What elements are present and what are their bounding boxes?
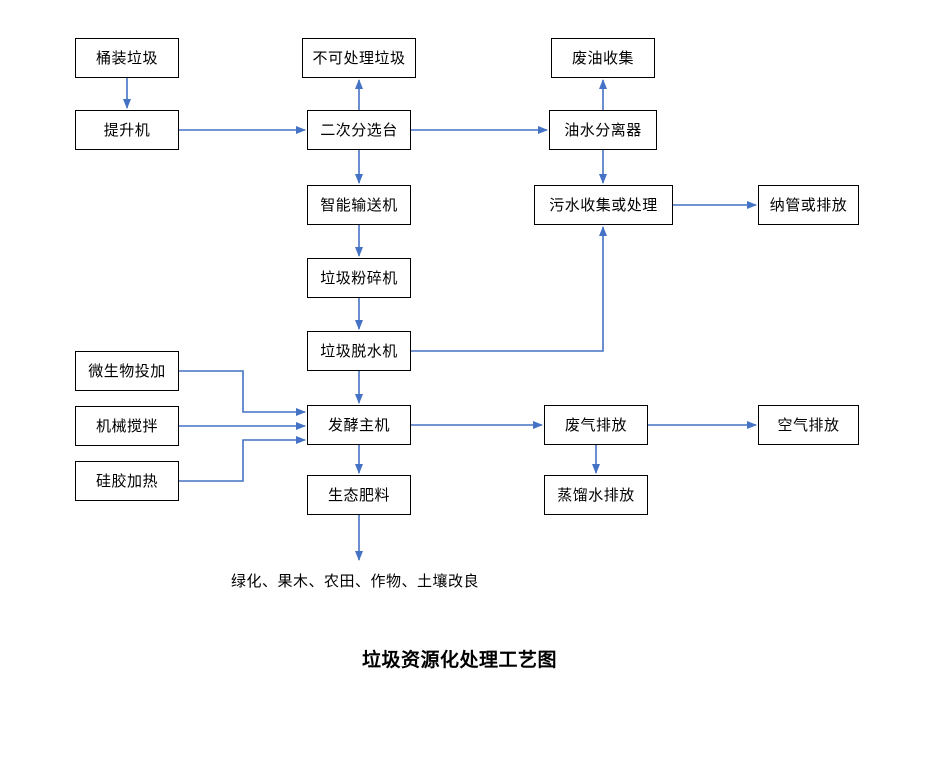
node-secondary-sorting[interactable]: 二次分选台 [307, 110, 411, 150]
node-label: 蒸馏水排放 [557, 486, 635, 504]
node-oil-water-separator[interactable]: 油水分离器 [549, 110, 657, 150]
node-label: 不可处理垃圾 [312, 49, 406, 67]
node-label: 废气排放 [564, 416, 627, 434]
diagram-title: 垃圾资源化处理工艺图 [362, 650, 558, 671]
node-eco-fertilizer[interactable]: 生态肥料 [307, 475, 411, 515]
node-smart-conveyor[interactable]: 智能输送机 [307, 185, 411, 225]
fertilizer-usage-caption: 绿化、果木、农田、作物、土壤改良 [231, 573, 480, 590]
node-distilled-water[interactable]: 蒸馏水排放 [544, 475, 648, 515]
node-mechanical-stirring[interactable]: 机械搅拌 [75, 406, 179, 446]
node-air-discharge[interactable]: 空气排放 [758, 405, 859, 445]
node-label: 微生物投加 [88, 362, 166, 380]
node-label: 污水收集或处理 [549, 196, 658, 214]
node-label: 硅胶加热 [95, 472, 158, 490]
node-label: 提升机 [103, 121, 151, 139]
node-pipe-or-discharge[interactable]: 纳管或排放 [758, 185, 859, 225]
node-lifter[interactable]: 提升机 [75, 110, 179, 150]
node-label: 空气排放 [777, 416, 840, 434]
node-label: 生态肥料 [327, 486, 390, 504]
node-label: 桶装垃圾 [95, 49, 158, 67]
node-label: 纳管或排放 [769, 196, 848, 214]
node-silica-heating[interactable]: 硅胶加热 [75, 461, 179, 501]
node-label: 机械搅拌 [95, 417, 158, 435]
node-fermentation-host[interactable]: 发酵主机 [307, 405, 411, 445]
node-untreatable-waste[interactable]: 不可处理垃圾 [302, 38, 416, 78]
node-label: 智能输送机 [320, 196, 398, 214]
node-exhaust-discharge[interactable]: 废气排放 [544, 405, 648, 445]
connector-microbe-to-fermentation [179, 370, 306, 416]
node-label: 油水分离器 [564, 121, 642, 139]
node-label: 垃圾粉碎机 [320, 269, 398, 287]
connector-heating-to-fermentation [179, 436, 306, 482]
node-waste-crusher[interactable]: 垃圾粉碎机 [307, 258, 411, 298]
node-waste-oil-collect[interactable]: 废油收集 [551, 38, 655, 78]
node-sewage-treatment[interactable]: 污水收集或处理 [534, 185, 673, 225]
connector-dehydrator-to-sewage [411, 226, 607, 352]
node-label: 废油收集 [571, 49, 634, 67]
node-microbe-dosing[interactable]: 微生物投加 [75, 351, 179, 391]
node-label: 发酵主机 [327, 416, 390, 434]
node-barrel-waste[interactable]: 桶装垃圾 [75, 38, 179, 78]
node-label: 垃圾脱水机 [320, 342, 398, 360]
node-label: 二次分选台 [320, 121, 398, 139]
node-waste-dehydrator[interactable]: 垃圾脱水机 [307, 331, 411, 371]
